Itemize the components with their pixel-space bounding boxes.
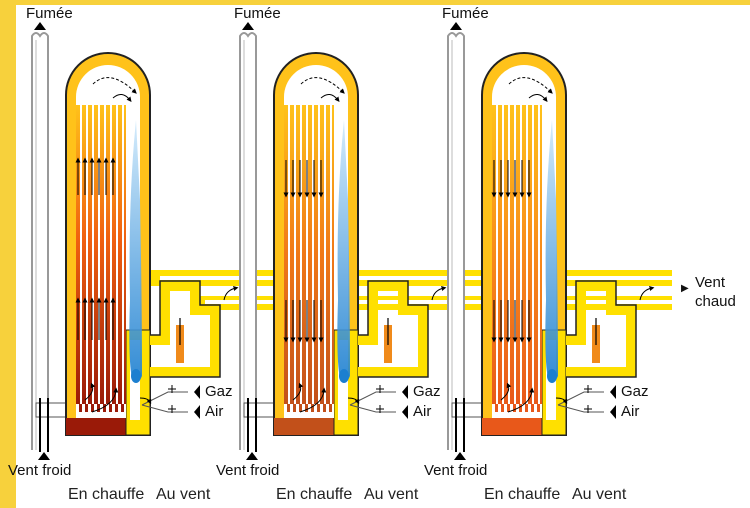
hot-blast-valve (358, 280, 447, 378)
plus-icon (376, 405, 384, 413)
status-au-vent-label: Au vent (364, 486, 419, 503)
gaz-label: Gaz (621, 383, 649, 400)
fumee-label: Fumée (442, 5, 489, 22)
air-label: Air (621, 403, 640, 420)
frame-top-border (0, 0, 750, 5)
plus-icon (168, 385, 176, 393)
checkerwork (76, 105, 126, 418)
chimney (31, 22, 49, 450)
dome-flow-arrows (84, 77, 137, 413)
hot-blast-label-line1: Vent (695, 274, 726, 291)
checkerwork (284, 105, 334, 418)
status-au-vent-label: Au vent (572, 486, 627, 503)
plus-icon (376, 385, 384, 393)
stove-2 (239, 22, 447, 460)
flow-arrows (75, 157, 116, 340)
vent-froid-label: Vent froid (8, 462, 72, 479)
gaz-arrow-icon (610, 385, 616, 399)
vent-froid-arrow-icon (246, 452, 258, 460)
hot-blast-arrow-icon: ▶ (681, 283, 689, 294)
flow-arrows (491, 160, 532, 343)
air-arrow-icon (194, 405, 200, 419)
air-arrow-icon (610, 405, 616, 419)
dome-flow-arrows (500, 77, 553, 413)
vent-froid-arrow-icon (38, 452, 50, 460)
gaz-label: Gaz (413, 383, 441, 400)
plus-icon (168, 405, 176, 413)
vent-froid-label: Vent froid (424, 462, 488, 479)
fumee-arrow-icon (450, 22, 462, 30)
plus-icon (584, 405, 592, 413)
fumee-arrow-icon (34, 22, 46, 30)
gaz-label: Gaz (205, 383, 233, 400)
dome-flow-arrows (292, 77, 345, 413)
stove-1 (31, 22, 239, 460)
air-arrow-icon (402, 405, 408, 419)
status-en-chauffe-label: En chauffe (484, 486, 561, 503)
burner-inlets (139, 385, 200, 419)
burner-flame (129, 120, 142, 383)
vent-froid-arrow-icon (454, 452, 466, 460)
gaz-arrow-icon (194, 385, 200, 399)
frame-left-border (0, 0, 16, 508)
fumee-label: Fumée (234, 5, 281, 22)
burner-flame (545, 120, 558, 383)
burner-inlets (555, 385, 616, 419)
plus-icon (584, 385, 592, 393)
hot-blast-valve (566, 280, 655, 378)
burner-flame (337, 120, 350, 383)
vent-froid-label: Vent froid (216, 462, 280, 479)
status-au-vent-label: Au vent (156, 486, 211, 503)
burner-inlets (347, 385, 408, 419)
stove-3 (447, 22, 655, 460)
status-en-chauffe-label: En chauffe (68, 486, 145, 503)
hot-blast-valve (150, 280, 239, 378)
air-label: Air (413, 403, 432, 420)
stoves (31, 22, 655, 460)
flow-arrows (283, 160, 324, 343)
gaz-arrow-icon (402, 385, 408, 399)
hot-blast-label-line2: chaud (695, 293, 736, 310)
air-label: Air (205, 403, 224, 420)
status-en-chauffe-label: En chauffe (276, 486, 353, 503)
fumee-arrow-icon (242, 22, 254, 30)
chimney (239, 22, 257, 450)
fumee-label: Fumée (26, 5, 73, 22)
checkerwork (492, 105, 542, 418)
chimney (447, 22, 465, 450)
hot-blast-label: ▶ Vent chaud (681, 273, 736, 311)
